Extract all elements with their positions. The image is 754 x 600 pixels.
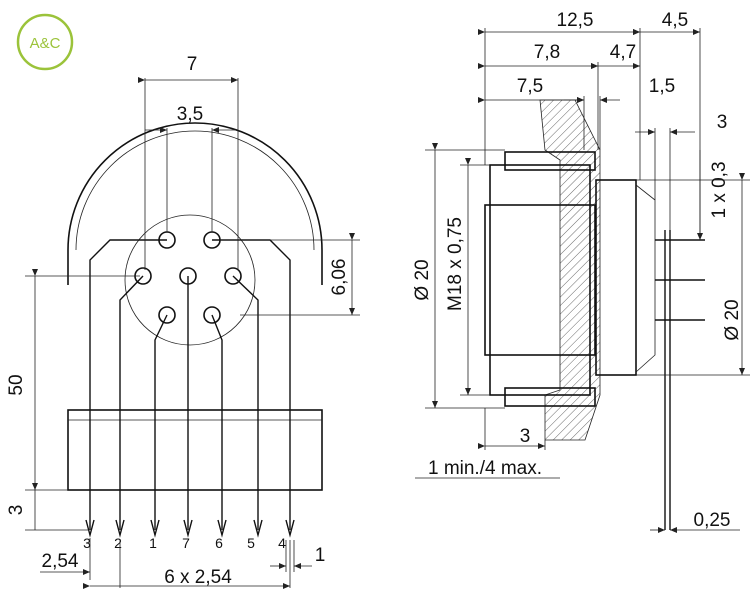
dim-lead-thickness: 0,25 — [650, 510, 740, 533]
logo-text: A&C — [30, 35, 61, 52]
dim-label-1: 1 — [315, 545, 326, 566]
dim-edge-offset: 2,54 — [40, 538, 91, 580]
dim-label-6x2-54: 6 x 2,54 — [164, 567, 232, 588]
body-core — [484, 204, 596, 356]
dim-pin-width: 1 — [270, 540, 325, 572]
dim-label-1x0-3: 1 x 0,3 — [709, 161, 730, 218]
pin-label-3: 3 — [83, 535, 91, 551]
contact-5 — [158, 306, 176, 324]
dim-label-dia-front: Ø 20 — [412, 259, 433, 300]
dim-pitch-outer: 7 — [138, 54, 239, 270]
dim-label-0-25: 0,25 — [694, 510, 731, 531]
pin-leads — [85, 239, 295, 538]
housing-base — [67, 409, 323, 491]
dim-label-1-5: 1,5 — [649, 76, 675, 97]
contact-4 — [203, 306, 221, 324]
dim-flange-gap: 1,5 — [564, 76, 675, 150]
side-view: 12,5 4,5 7,8 4,7 7,5 1,5 — [412, 10, 750, 533]
dim-nut-depth: 4,7 — [591, 42, 640, 69]
dim-label-4-5: 4,5 — [662, 10, 688, 31]
dim-label-panel-range: 1 min./4 max. — [428, 458, 542, 479]
dim-panel-range: 1 min./4 max. — [415, 458, 560, 479]
housing-dome — [67, 122, 323, 285]
dim-diameter-front: Ø 20 — [412, 143, 505, 409]
rear-housing — [595, 179, 637, 376]
dim-depth-total: 12,5 — [478, 10, 641, 180]
pin-label-5: 5 — [247, 535, 255, 551]
pin-label-7: 7 — [182, 535, 190, 551]
contact-6 — [224, 267, 242, 285]
pin-label-6: 6 — [215, 535, 223, 551]
dim-vertical-offset: 6,06 — [220, 233, 360, 316]
dim-label-50: 50 — [6, 374, 27, 395]
dim-label-3-top: 3 — [717, 112, 728, 133]
dim-label-3-5: 3,5 — [177, 104, 203, 125]
pin-label-1: 1 — [149, 535, 157, 551]
dim-label-12-5: 12,5 — [557, 10, 594, 31]
dim-pin-pitch: 1 x 0,3 — [697, 150, 730, 240]
dim-label-4-7: 4,7 — [610, 42, 636, 63]
dim-label-7-8: 7,8 — [534, 42, 560, 63]
dim-label-6-06: 6,06 — [329, 259, 350, 296]
dim-label-3-panel: 3 — [520, 426, 531, 447]
dim-panel-offset: 3 — [635, 112, 727, 230]
panel-section — [539, 99, 601, 441]
contact-insert-circle — [124, 214, 256, 346]
dim-row-pitch: 6 x 2,54 — [83, 540, 291, 589]
dim-label-7-5: 7,5 — [517, 76, 543, 97]
dim-label-2-54: 2,54 — [42, 551, 79, 572]
nut-bottom — [504, 387, 596, 407]
dim-label-thread: M18 x 0,75 — [445, 217, 466, 311]
dim-label-dia-rear: Ø 20 — [722, 299, 743, 340]
pin-labels: 3 2 1 7 6 5 4 — [83, 535, 286, 551]
dim-label-7: 7 — [187, 54, 198, 75]
dim-label-3-lead: 3 — [6, 505, 27, 516]
dim-pitch-inner: 3,5 — [145, 104, 236, 232]
dim-lead-length: 3 — [6, 490, 88, 531]
company-logo: A&C — [16, 13, 74, 71]
nut-top — [504, 151, 596, 171]
dim-thread-depth: 7,8 — [478, 42, 599, 150]
dim-height-total: 50 — [6, 269, 140, 491]
dim-diameter-rear: Ø 20 — [636, 173, 750, 376]
pin-label-4: 4 — [278, 535, 286, 551]
threaded-body — [489, 164, 591, 396]
dim-thread: M18 x 0,75 — [445, 158, 490, 396]
housing-inner-dome — [75, 130, 315, 251]
dim-panel-thickness: 3 — [478, 408, 546, 450]
front-view: 3 2 1 7 6 5 4 7 3,5 6,06 — [6, 54, 360, 589]
pin-label-2: 2 — [114, 535, 122, 551]
